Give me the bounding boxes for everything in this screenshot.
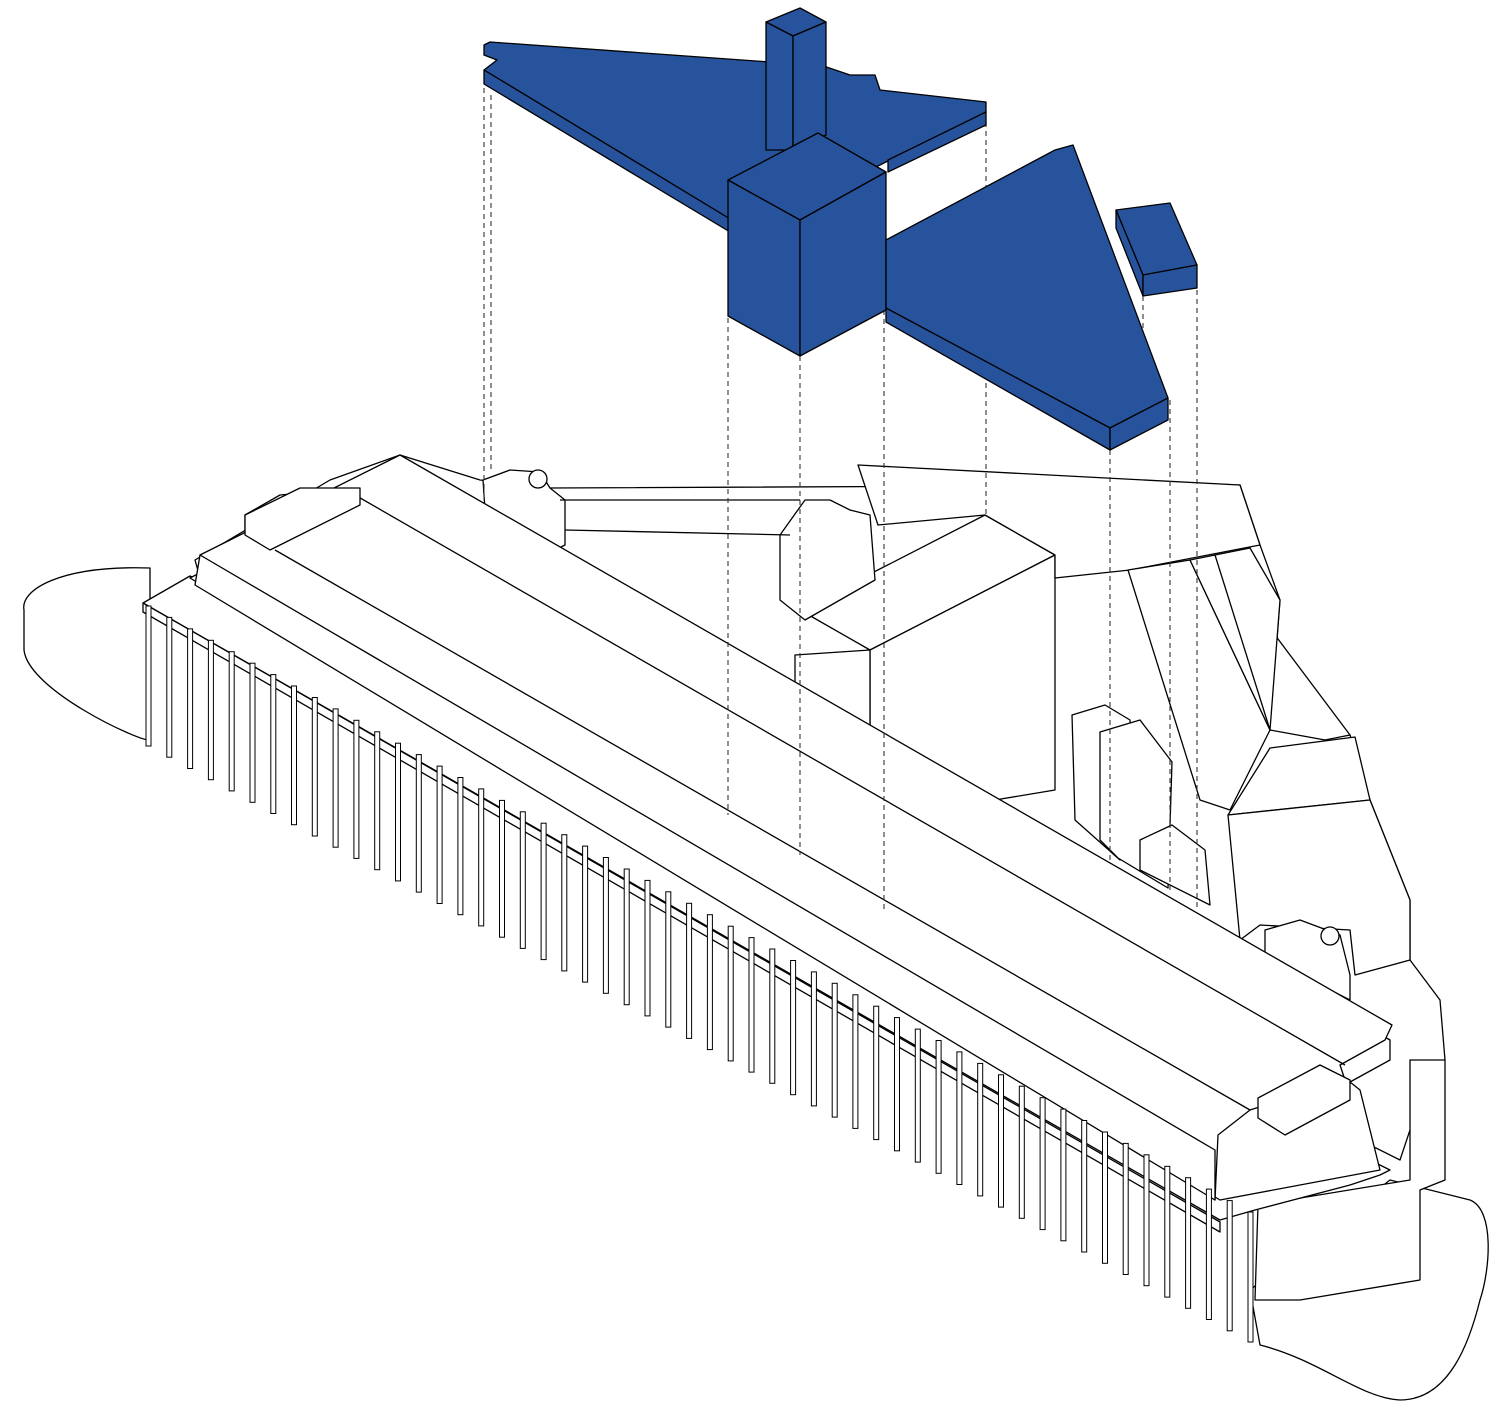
column [790, 960, 797, 1096]
column [291, 685, 297, 826]
column [415, 754, 422, 893]
column [977, 1062, 984, 1197]
ground-slab [23, 567, 151, 741]
east-wing-slab-edge-right [1109, 397, 1169, 451]
column [145, 605, 152, 747]
main-bar-roof [199, 454, 1393, 1201]
column [1039, 1097, 1046, 1231]
step-block-c [1139, 824, 1211, 906]
right-gable-a [1127, 559, 1271, 811]
column [686, 902, 693, 1039]
round-vent [528, 469, 548, 489]
east-cap-box [1257, 1064, 1351, 1136]
column [1226, 1200, 1233, 1332]
column [748, 937, 755, 1073]
column [831, 982, 838, 1118]
column [436, 765, 443, 904]
column [602, 857, 609, 994]
shaft-side [792, 21, 827, 151]
right-gable-c [1214, 547, 1281, 731]
ground-slab-east [1249, 1179, 1489, 1401]
column [914, 1028, 921, 1163]
column [582, 845, 589, 983]
column [166, 616, 173, 758]
small-box-side [1142, 264, 1198, 297]
column [499, 799, 505, 938]
column [644, 879, 651, 1017]
column [1060, 1108, 1067, 1242]
column [187, 628, 194, 770]
column [873, 1005, 880, 1141]
east-end-block [1254, 1059, 1446, 1301]
column [998, 1074, 1004, 1208]
column [1185, 1177, 1192, 1309]
column [1102, 1131, 1108, 1264]
column [810, 971, 817, 1107]
column [1247, 1211, 1254, 1343]
column [727, 925, 734, 1062]
column [706, 914, 713, 1051]
column [1081, 1120, 1088, 1253]
mid-block [779, 499, 876, 621]
column [332, 708, 339, 848]
column [956, 1051, 963, 1186]
column [395, 742, 401, 882]
main-bar-roof-strip [274, 494, 1346, 1111]
column [1122, 1142, 1129, 1276]
column [935, 1040, 942, 1174]
column [353, 719, 360, 859]
site-base [23, 567, 1489, 1401]
column [519, 811, 526, 949]
column [540, 822, 547, 961]
column [852, 994, 859, 1129]
column [623, 868, 630, 1006]
right-roof-top [857, 464, 1261, 579]
right-pavilion-body [1227, 799, 1411, 976]
column [561, 834, 568, 972]
round-vent-right [1320, 926, 1340, 946]
mid-block-roof-line [560, 499, 800, 536]
highlighted-volumes [483, 7, 1198, 451]
column [374, 731, 381, 871]
column [1143, 1154, 1150, 1287]
main-bar [142, 454, 1393, 1233]
column [1164, 1165, 1171, 1298]
column [665, 891, 672, 1028]
column [270, 674, 277, 814]
west-wing-slab-edge-right [887, 111, 987, 173]
column [894, 1017, 900, 1152]
column [457, 777, 464, 916]
main-bar-podium-front [142, 602, 1221, 1233]
column [228, 651, 235, 792]
colonnade [145, 605, 1254, 1343]
column [1205, 1188, 1212, 1320]
column [249, 662, 256, 803]
column [311, 697, 318, 837]
column [1018, 1085, 1025, 1219]
west-cap-box [244, 487, 361, 551]
column [478, 788, 485, 927]
shaft-front [765, 21, 794, 151]
column [207, 639, 214, 781]
main-bar-roof-front [194, 554, 1216, 1201]
column [769, 948, 776, 1084]
